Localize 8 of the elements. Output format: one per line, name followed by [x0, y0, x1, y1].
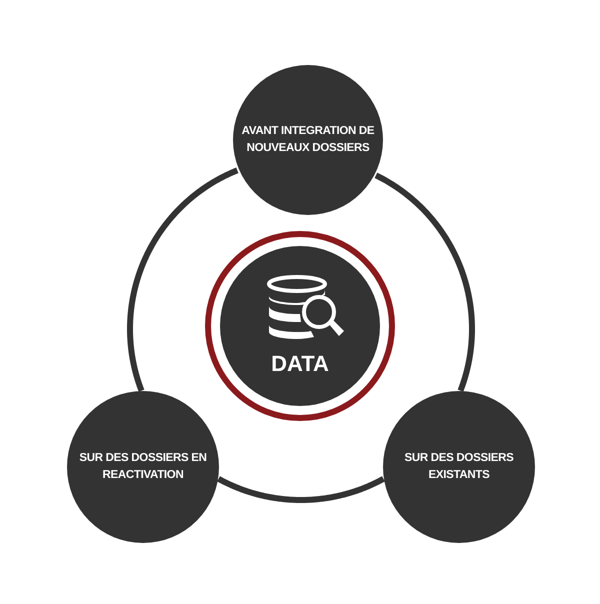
circle-node: [220, 246, 380, 406]
connector-arc: [374, 172, 475, 392]
node-label: AVANT INTEGRATION DE NOUVEAUX DOSSIERS: [240, 124, 376, 156]
node-label: SUR DES DOSSIERS EXISTANTS: [404, 451, 514, 483]
node-label: SUR DES DOSSIERS EN REACTIVATION: [78, 451, 208, 483]
connector-arc: [216, 476, 386, 503]
center-label: DATA: [270, 351, 330, 377]
connector-arc: [127, 168, 238, 392]
